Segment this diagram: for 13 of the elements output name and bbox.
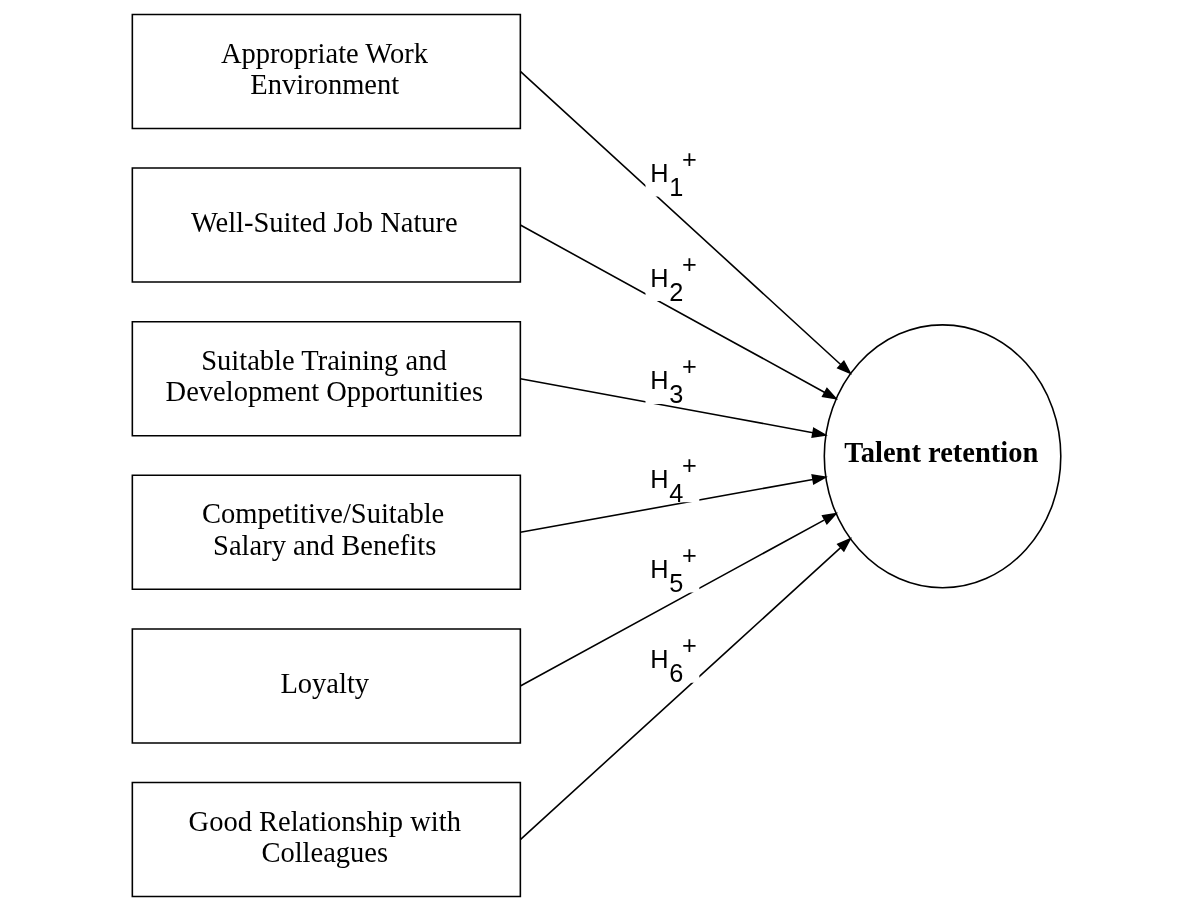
node-box: Well-Suited Job Nature bbox=[131, 167, 521, 283]
node-box: Appropriate Work Environment bbox=[131, 13, 521, 130]
node-box: Suitable Training and Development Opportunities bbox=[131, 320, 521, 437]
arrow bbox=[519, 377, 828, 438]
node-box: Good Relationship with Colleagues bbox=[131, 781, 521, 898]
arrow bbox=[519, 512, 838, 687]
arrow bbox=[519, 474, 828, 534]
node-box: Loyalty bbox=[131, 628, 521, 744]
arrow bbox=[519, 537, 852, 841]
arrow bbox=[519, 224, 838, 400]
node-ellipse: Talent retention bbox=[823, 324, 1062, 589]
arrow bbox=[519, 70, 852, 375]
node-box: Competitive/Suitable Salary and Benefits bbox=[131, 474, 521, 591]
